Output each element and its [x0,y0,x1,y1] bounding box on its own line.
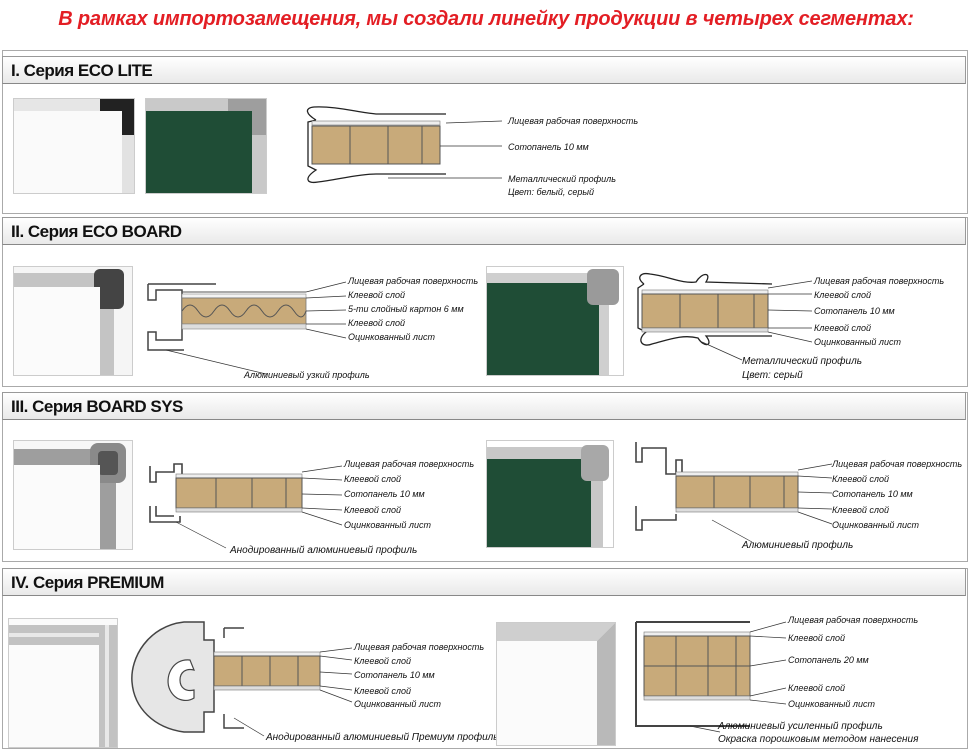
label-eco-lite-3: Цвет: белый, серый [508,187,595,197]
diagram-eco-lite [306,106,503,184]
section-title-eco-lite: I. Серия ECO LITE [2,56,966,84]
label-premium-right-4: Оцинкованный лист [788,699,875,709]
caption-board-sys-left: Анодированный алюминиевый профиль [230,545,418,556]
diagram-board-sys-right [635,442,833,543]
label-premium-left-2: Сотопанель 10 мм [354,670,435,680]
label-eco-board-right-0: Лицевая рабочая поверхность [814,276,945,286]
label-eco-board-left-1: Клеевой слой [348,290,405,300]
section-board-sys [2,392,968,562]
headline: В рамках импортозамещения, мы создали ли… [58,8,914,30]
section-title-eco-board: II. Серия ECO BOARD [2,217,966,245]
diagram-eco-board-right [637,272,813,361]
photo-board-sys-green-board [486,440,614,548]
label-board-sys-right-4: Оцинкованный лист [832,520,919,530]
label-board-sys-right-1: Клеевой слой [832,474,889,484]
label-premium-right-2: Сотопанель 20 мм [788,655,869,665]
label-premium-right-0: Лицевая рабочая поверхность [788,615,919,625]
section-title-board-sys: III. Серия BOARD SYS [2,392,966,420]
photo-premium-white-board [8,618,118,748]
label-board-sys-left-4: Оцинкованный лист [344,520,431,530]
diagram-eco-board-left [147,281,347,375]
label-eco-board-left-2: 5-ти слойный картон 6 мм [348,304,464,314]
caption-premium-left: Анодированный алюминиевый Премиум профил… [266,732,499,743]
label-premium-left-0: Лицевая рабочая поверхность [354,642,485,652]
label-premium-left-4: Оцинкованный лист [354,699,441,709]
photo-board-sys-white-board [13,440,133,550]
label-eco-lite-2: Металлический профиль [508,174,616,184]
caption-eco-board-right-1: Цвет: серый [742,370,803,381]
caption-eco-board-right-0: Металлический профиль [742,356,862,367]
caption-eco-board-left: Алюминиевый узкий профиль [244,370,370,380]
label-eco-board-left-4: Оцинкованный лист [348,332,435,342]
caption-premium-right-1: Окраска порошковым методом нанесения [718,734,919,745]
label-premium-left-3: Клеевой слой [354,686,411,696]
label-eco-board-right-2: Сотопанель 10 мм [814,306,895,316]
label-board-sys-left-2: Сотопанель 10 мм [344,489,425,499]
label-board-sys-right-3: Клеевой слой [832,505,889,515]
diagram-premium-right [635,621,787,733]
label-eco-board-right-4: Оцинкованный лист [814,337,901,347]
diagram-premium-left [131,621,353,737]
label-board-sys-left-0: Лицевая рабочая поверхность [344,459,475,469]
section-title-premium: IV. Серия PREMIUM [2,568,966,596]
label-premium-right-1: Клеевой слой [788,633,845,643]
label-premium-right-3: Клеевой слой [788,683,845,693]
photo-eco-lite-green-board [145,98,267,194]
diagram-board-sys-left [149,463,343,549]
caption-premium-right-0: Алюминиевый усиленный профиль [718,721,883,732]
label-board-sys-left-3: Клеевой слой [344,505,401,515]
label-board-sys-right-2: Сотопанель 10 мм [832,489,913,499]
label-eco-lite-0: Лицевая рабочая поверхность [508,116,639,126]
label-board-sys-left-1: Клеевой слой [344,474,401,484]
photo-eco-lite-white-board [13,98,135,194]
label-board-sys-right-0: Лицевая рабочая поверхность [832,459,963,469]
label-eco-board-left-0: Лицевая рабочая поверхность [348,276,479,286]
caption-board-sys-right: Алюминиевый профиль [742,540,854,551]
label-eco-board-right-1: Клеевой слой [814,290,871,300]
photo-premium-frame-board [496,622,616,746]
label-eco-board-left-3: Клеевой слой [348,318,405,328]
photo-eco-board-white-board [13,266,133,376]
photo-eco-board-green-board [486,266,624,376]
label-eco-board-right-3: Клеевой слой [814,323,871,333]
label-premium-left-1: Клеевой слой [354,656,411,666]
label-eco-lite-1: Сотопанель 10 мм [508,142,589,152]
